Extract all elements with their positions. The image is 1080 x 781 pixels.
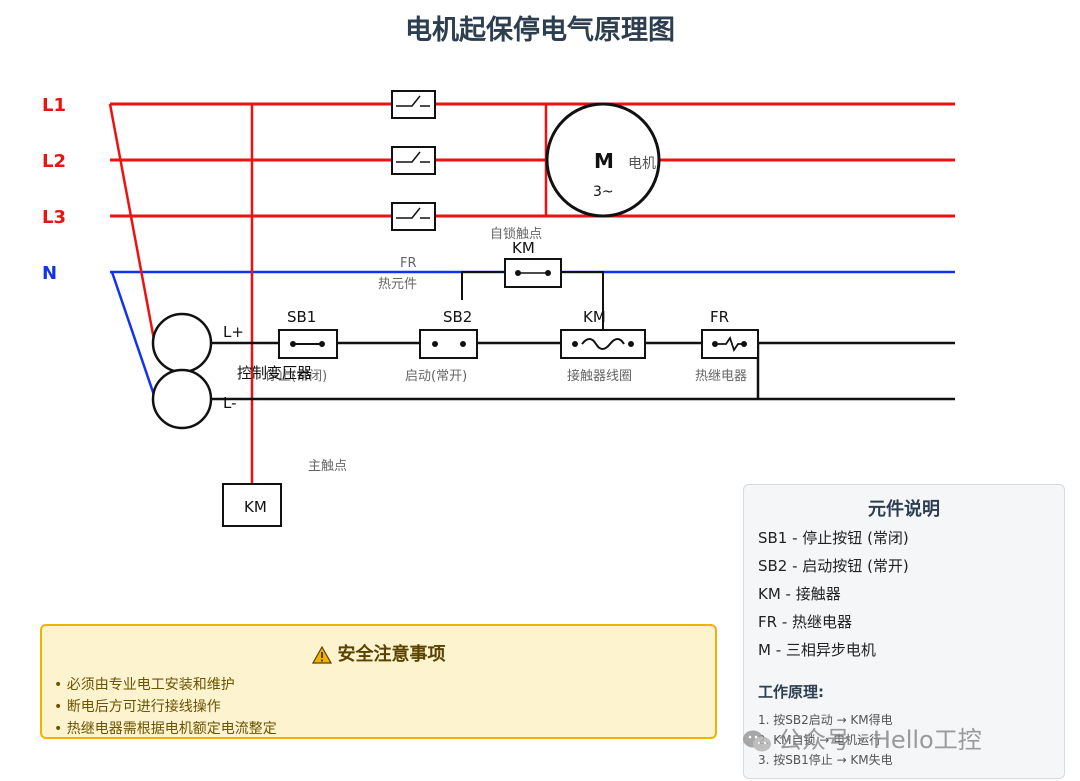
motor-circle: [545, 102, 661, 218]
transformer-label: 控制变压器: [237, 364, 312, 382]
thermal-element-desc: 热元件: [378, 277, 417, 292]
principle-title: 工作原理:: [758, 683, 824, 701]
thermal-element-l1: [391, 90, 436, 119]
principle-step-2: 2. KM自锁 → 电机运行: [758, 733, 882, 747]
sb2-start-button[interactable]: [419, 329, 478, 359]
label-l-plus: L+: [223, 323, 244, 341]
coil-desc: 接触器线圈: [567, 368, 632, 384]
safety-item-3: • 热继电器需根据电机额定电流整定: [54, 721, 277, 737]
legend-title: 元件说明: [868, 499, 940, 520]
sb2-name: SB2: [443, 308, 472, 326]
main-contact-desc: 主触点: [308, 459, 347, 474]
sb1-name: SB1: [287, 308, 316, 326]
main-contact-box: [222, 483, 282, 527]
sb1-desc: 停止(常闭): [265, 368, 327, 384]
page-title: 电机起保停电气原理图: [405, 15, 675, 46]
self-lock-desc: 自锁触点: [490, 226, 542, 242]
motor-label: 电机: [628, 156, 656, 172]
motor-symbol: M: [594, 149, 614, 173]
safety-title-row: 安全注意事项: [42, 640, 715, 666]
principle-step-3: 3. 按SB1停止 → KM失电: [758, 753, 893, 767]
safety-notice-box: 安全注意事项 • 必须由专业电工安装和维护 • 断电后方可进行接线操作 • 热继…: [40, 624, 717, 739]
legend-item-fr: FR - 热继电器: [758, 613, 852, 631]
control-transformer: [151, 312, 213, 430]
watermark-text: 公众号 · Hello工控: [778, 726, 982, 754]
safety-item-1: • 必须由专业电工安装和维护: [54, 677, 235, 693]
fr-desc: 热继电器: [695, 369, 747, 384]
self-lock-contact: [461, 258, 604, 343]
thermal-element-l3: [391, 202, 436, 231]
circuit-diagram: L1 L2 L3 N FR 热元件 M 电机 3~ 自锁触点 KM L+: [42, 90, 955, 527]
label-l-minus: L-: [223, 394, 237, 412]
sb2-desc: 启动(常开): [405, 369, 467, 384]
motor: [545, 102, 661, 218]
label-l2: L2: [42, 151, 66, 172]
motor-phase: 3~: [593, 184, 614, 200]
label-l3: L3: [42, 207, 66, 228]
thermal-element-name: FR: [400, 256, 417, 271]
thermal-relay: [701, 329, 759, 359]
contactor-coil: [560, 329, 646, 359]
legend-item-km: KM - 接触器: [758, 585, 841, 603]
legend-item-sb2: SB2 - 启动按钮 (常开): [758, 557, 909, 575]
self-lock-name: KM: [512, 239, 535, 257]
legend-item-sb1: SB1 - 停止按钮 (常闭): [758, 529, 909, 547]
wechat-icon: [743, 730, 771, 752]
watermark: 公众号 · Hello工控: [742, 720, 982, 756]
label-n: N: [42, 263, 57, 284]
component-legend-panel: 元件说明 SB1 - 停止按钮 (常闭) SB2 - 启动按钮 (常开) KM …: [743, 484, 1065, 779]
coil-name: KM: [583, 308, 606, 326]
warning-icon: [311, 646, 332, 664]
principle-step-1: 1. 按SB2启动 → KM得电: [758, 713, 893, 727]
feed-l1-transformer: [108, 103, 157, 346]
fr-name: FR: [710, 308, 729, 326]
safety-title: 安全注意事项: [337, 644, 446, 665]
legend-item-m: M - 三相异步电机: [758, 641, 876, 659]
label-l1: L1: [42, 95, 66, 116]
main-contact-name: KM: [244, 498, 267, 516]
sb1-stop-button[interactable]: [278, 329, 338, 359]
thermal-element-l2: [391, 146, 436, 175]
safety-item-2: • 断电后方可进行接线操作: [54, 699, 221, 715]
feed-n-transformer: [110, 271, 157, 399]
